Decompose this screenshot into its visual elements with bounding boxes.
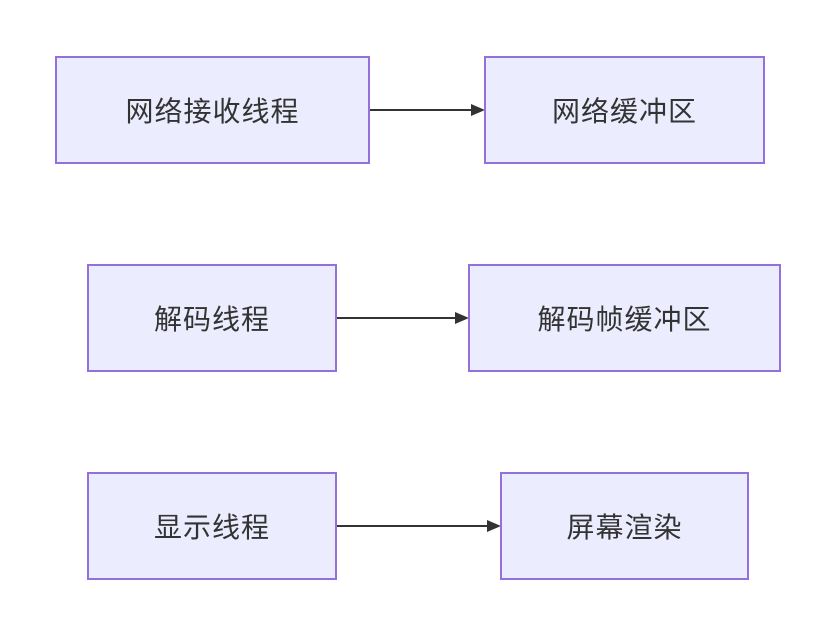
edge-decode-thread-to-decode-frame-buffer [337,312,469,324]
node-net-buffer: 网络缓冲区 [484,56,765,164]
node-screen-render: 屏幕渲染 [500,472,749,580]
node-label: 网络缓冲区 [551,95,697,128]
node-label: 显示线程 [153,511,270,544]
node-decode-thread: 解码线程 [87,264,337,372]
node-decode-frame-buffer: 解码帧缓冲区 [468,264,781,372]
arrowhead-icon [471,104,485,116]
node-label: 解码帧缓冲区 [537,303,712,336]
arrowhead-icon [487,520,501,532]
edge-display-thread-to-screen-render [337,520,501,532]
arrowhead-icon [455,312,469,324]
node-net-recv-thread: 网络接收线程 [55,56,370,164]
node-label: 解码线程 [153,303,270,336]
edge-net-recv-thread-to-net-buffer [370,104,485,116]
node-display-thread: 显示线程 [87,472,337,580]
node-label: 网络接收线程 [125,95,300,128]
node-label: 屏幕渲染 [566,511,683,544]
